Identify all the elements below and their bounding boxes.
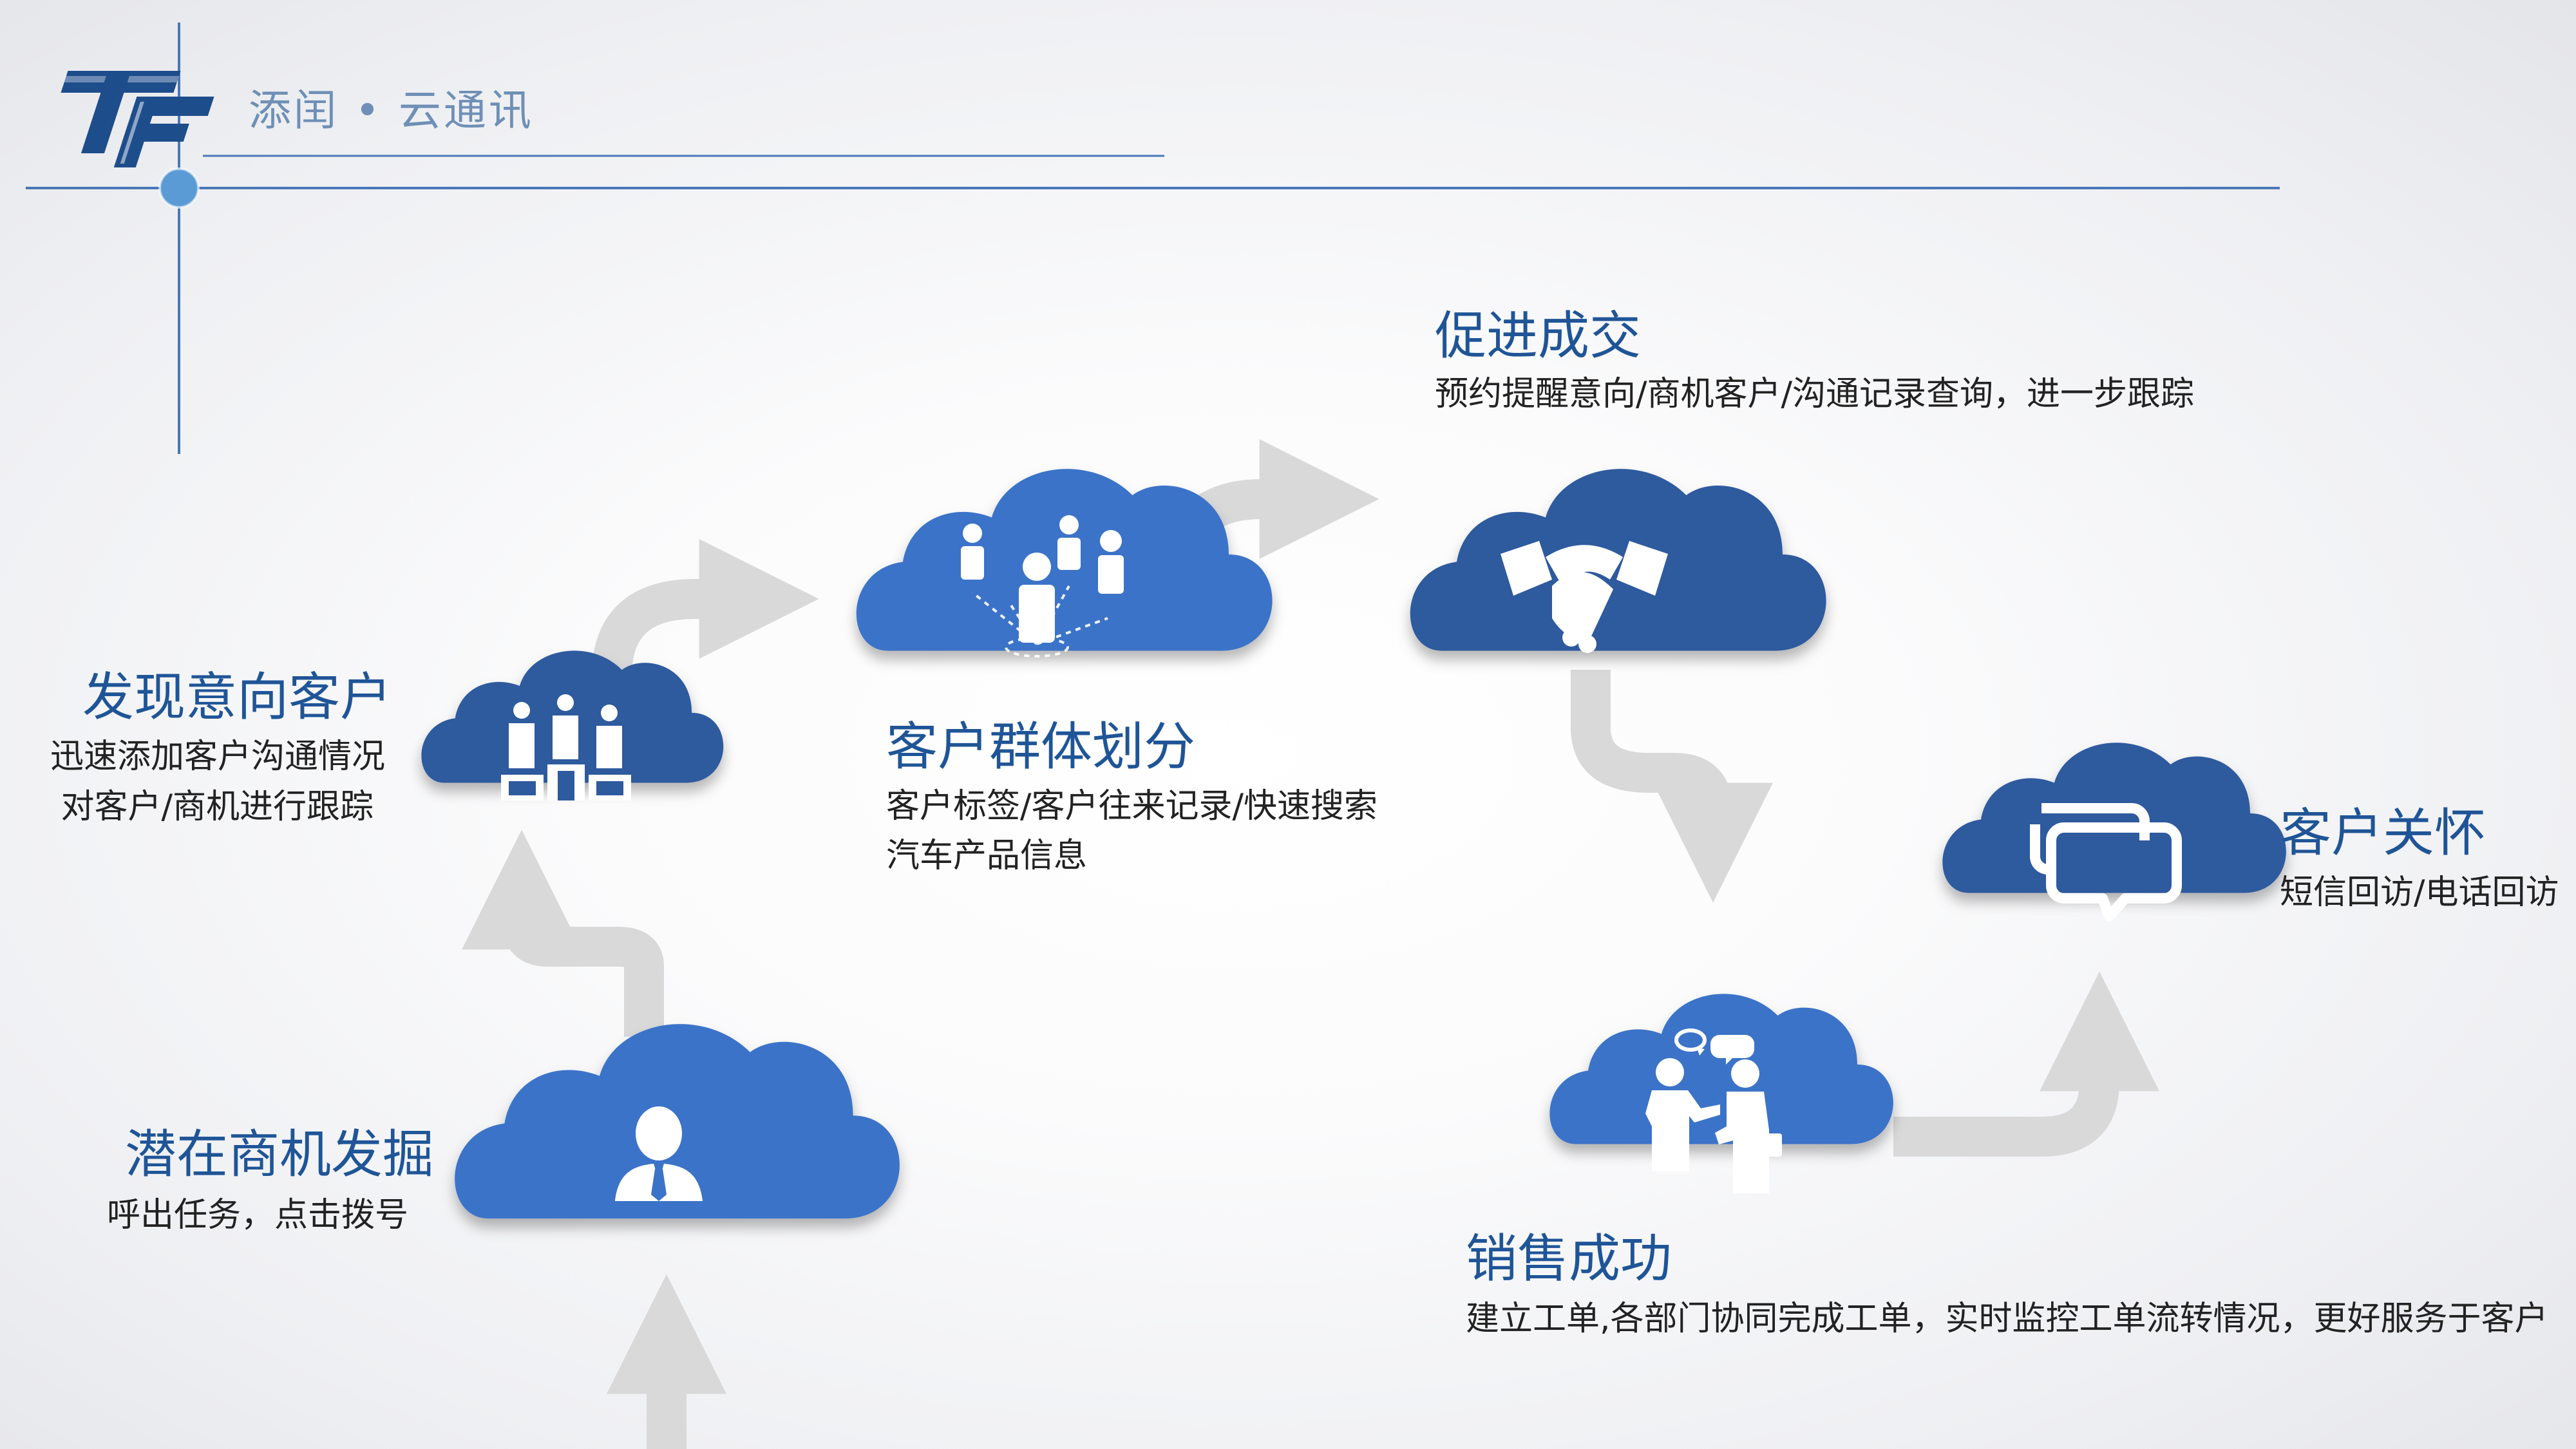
- stage-title-discover: 发现意向客户: [82, 667, 392, 727]
- stage-desc-segment-1: 客户标签/客户往来记录/快速搜索: [886, 787, 1378, 826]
- group-network-icon: [961, 515, 1124, 658]
- person-icon: [615, 1106, 703, 1201]
- flow-arrows: [462, 439, 2159, 1449]
- stage-title-success: 销售成功: [1466, 1229, 1672, 1289]
- stage-desc-segment-2: 汽车产品信息: [886, 837, 1088, 875]
- stage-title-potential: 潜在商机发掘: [125, 1124, 434, 1184]
- header-decoration: [26, 23, 2280, 454]
- header-dot: [160, 169, 198, 207]
- stage-desc-discover-1: 迅速添加客户沟通情况: [50, 737, 386, 776]
- businessmen-meeting-icon: [1645, 1028, 1782, 1193]
- stage-title-segment: 客户群体划分: [886, 717, 1195, 777]
- stage-title-deal: 促进成交: [1435, 306, 1641, 366]
- company-logo: [61, 71, 214, 167]
- podium-people-icon: [501, 694, 631, 800]
- cloud-care: [1942, 743, 2286, 893]
- brand-title: 添闰 • 云通讯: [249, 86, 534, 135]
- stage-desc-discover-2: 对客户/商机进行跟踪: [61, 788, 374, 826]
- stage-desc-success-1: 建立工单,各部门协同完成工单，实时监控工单流转情况，更好服务于客户: [1466, 1300, 2548, 1338]
- handshake-icon: [1501, 541, 1668, 653]
- stage-title-care: 客户关怀: [2280, 803, 2486, 863]
- stage-desc-deal-1: 预约提醒意向/商机客户/沟通记录查询，进一步跟踪: [1435, 375, 2195, 413]
- stage-desc-potential-1: 呼出任务，点击拨号: [107, 1196, 409, 1235]
- chat-bubbles-icon: [2030, 803, 2182, 922]
- stage-desc-care-1: 短信回访/电话回访: [2280, 873, 2559, 912]
- cloud-success: [1549, 994, 1893, 1144]
